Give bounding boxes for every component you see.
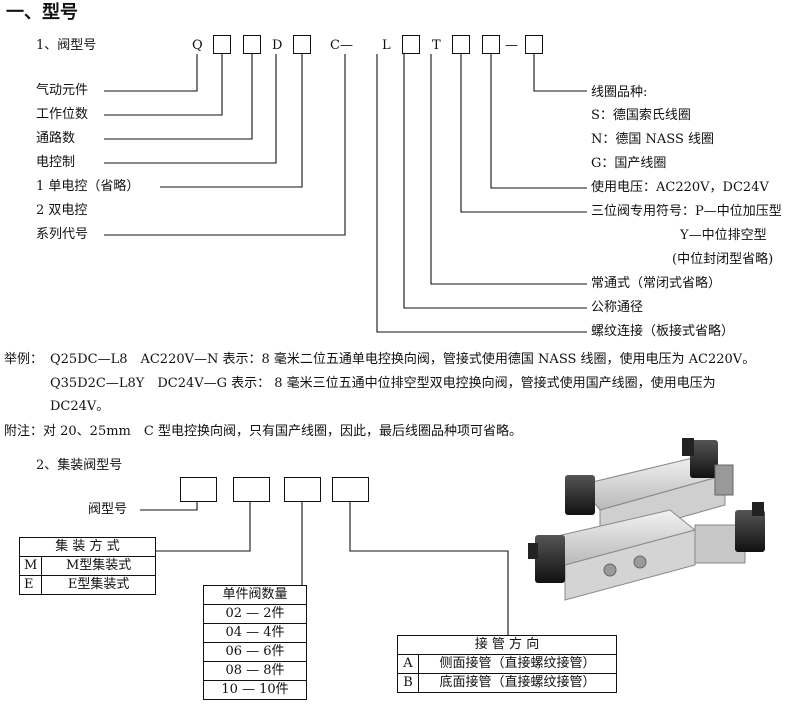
label-coil-type: 线圈品种: xyxy=(591,85,648,100)
code-letter-q: Q xyxy=(192,38,203,53)
label-three-position-p: 三位阀专用符号：P—中位加压型 xyxy=(591,204,782,219)
manifold-box-3 xyxy=(284,477,321,502)
code-box-1 xyxy=(213,35,231,54)
label-series-code: 系列代号 xyxy=(36,227,89,242)
valve-count-table: 单件阀数量 02 — 2件 04 — 4件 06 — 6件 08 — 8件 10… xyxy=(203,585,307,700)
code-letter-l: L xyxy=(382,38,391,53)
manifold-valve-label: 阀型号 xyxy=(88,502,128,517)
example-line-3: DC24V。 xyxy=(50,399,110,414)
mount-type-header: 集 装 方 式 xyxy=(19,537,156,557)
table-row: 02 — 2件 xyxy=(203,604,307,624)
label-electric-control: 电控制 xyxy=(36,155,76,170)
label-coil-s: S：德国索氏线圈 xyxy=(591,108,691,123)
label-nominal-diameter: 公称通径 xyxy=(591,300,644,315)
label-single-control: 1 单电控（省略） xyxy=(36,179,140,194)
examples-label: 举例： xyxy=(4,352,44,367)
label-positions: 工作位数 xyxy=(36,107,89,122)
code-box-3 xyxy=(293,35,311,54)
code-box-2 xyxy=(243,35,261,54)
code-letter-d: D xyxy=(272,38,283,53)
pipe-code: B xyxy=(397,673,419,693)
label-double-control: 2 双电控 xyxy=(36,203,88,218)
code-box-5 xyxy=(452,35,470,54)
label-pneumatic-element: 气动元件 xyxy=(36,83,89,98)
example-line-2: Q35D2C—L8Y DC24V—G 表示： 8 毫米三位五通中位排空型双电控换… xyxy=(50,376,716,391)
label-voltage: 使用电压：AC220V，DC24V xyxy=(591,180,769,195)
label-center-closed: (中位封闭型省略) xyxy=(672,252,774,267)
mount-desc: M型集装式 xyxy=(41,556,156,576)
mount-type-table: 集 装 方 式 M M型集装式 E E型集装式 xyxy=(18,537,156,595)
manifold-box-2 xyxy=(233,477,270,502)
table-row: 10 — 10件 xyxy=(203,680,307,700)
table-row: 08 — 8件 xyxy=(203,661,307,681)
pipe-code: A xyxy=(397,654,419,674)
table-row: E E型集装式 xyxy=(18,575,156,595)
label-coil-g: G：国产线圈 xyxy=(591,156,667,171)
mount-code: M xyxy=(18,556,43,576)
code-dash: — xyxy=(505,38,518,53)
table-row: M M型集装式 xyxy=(18,556,156,576)
manifold-heading: 2、集装阀型号 xyxy=(36,458,123,473)
valve-model-heading: 1、阀型号 xyxy=(36,38,97,53)
table-row: B 底面接管（直接螺纹接管） xyxy=(397,673,617,693)
manifold-box-1 xyxy=(180,477,217,502)
pipe-desc: 侧面接管（直接螺纹接管） xyxy=(418,654,617,674)
pipe-direction-table: 接 管 方 向 A 侧面接管（直接螺纹接管） B 底面接管（直接螺纹接管） xyxy=(397,635,617,693)
note-text: 附注：对 20、25mm C 型电控换向阀，只有国产线圈，因此，最后线圈品种项可… xyxy=(4,424,522,439)
label-thread-connection: 螺纹连接（板接式省略） xyxy=(591,324,735,339)
code-letter-t: T xyxy=(432,38,441,53)
manifold-box-4 xyxy=(332,477,369,502)
section-title: 一、型号 xyxy=(6,2,78,23)
label-coil-n: N：德国 NASS 线圈 xyxy=(591,132,714,147)
count-cell: 06 — 6件 xyxy=(203,642,307,662)
label-normally-open: 常通式（常闭式省略） xyxy=(591,276,722,291)
label-ports: 通路数 xyxy=(36,131,76,146)
pipe-direction-header: 接 管 方 向 xyxy=(397,635,617,655)
count-cell: 02 — 2件 xyxy=(203,604,307,624)
table-row: 04 — 4件 xyxy=(203,623,307,643)
count-cell: 10 — 10件 xyxy=(203,680,307,700)
table-row: 06 — 6件 xyxy=(203,642,307,662)
mount-code: E xyxy=(18,575,43,595)
table-row: A 侧面接管（直接螺纹接管） xyxy=(397,654,617,674)
mount-desc: E型集装式 xyxy=(41,575,156,595)
pipe-desc: 底面接管（直接螺纹接管） xyxy=(418,673,617,693)
code-box-7 xyxy=(525,35,543,54)
count-cell: 04 — 4件 xyxy=(203,623,307,643)
solenoid-valve-photo xyxy=(528,438,765,601)
valve-count-header: 单件阀数量 xyxy=(203,585,307,605)
label-three-position-y: Y—中位排空型 xyxy=(680,228,767,243)
count-cell: 08 — 8件 xyxy=(203,661,307,681)
code-box-4 xyxy=(402,35,420,54)
code-letter-c: C— xyxy=(330,38,353,53)
code-box-6 xyxy=(482,35,500,54)
example-line-1: Q25DC—L8 AC220V—N 表示：8 毫米二位五通单电控换向阀，管接式使… xyxy=(50,352,756,367)
